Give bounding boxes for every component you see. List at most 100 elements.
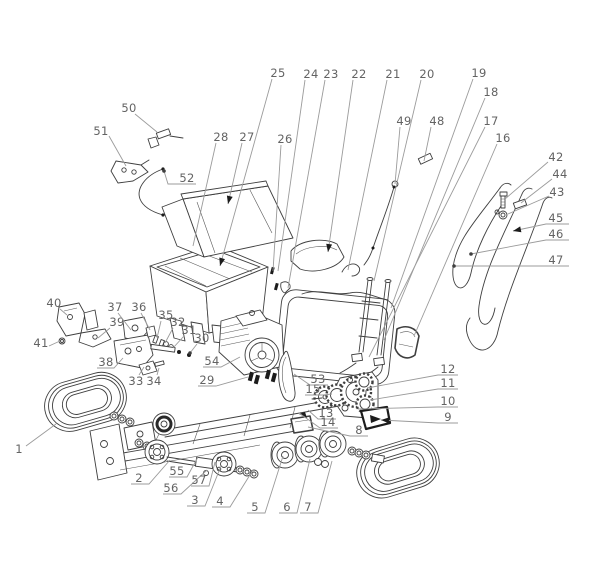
callout-33: 33 (128, 366, 145, 388)
callout-52: 52 (162, 169, 196, 185)
part-number-10: 10 (440, 394, 455, 408)
part-number-5: 5 (251, 500, 259, 514)
callout-51: 51 (93, 124, 127, 167)
callout-56: 56 (163, 469, 208, 495)
callout-57: 57 (191, 461, 216, 487)
part-number-13: 13 (318, 406, 333, 420)
callout-55: 55 (169, 456, 199, 478)
callout-39: 39 (97, 315, 124, 339)
callout-4: 4 (212, 469, 254, 508)
part-number-54: 54 (204, 354, 219, 368)
part-number-51: 51 (93, 124, 108, 138)
callout-14: 14 (298, 412, 338, 429)
callout-40: 40 (46, 296, 68, 316)
part-number-6: 6 (283, 500, 291, 514)
part-number-18: 18 (483, 85, 498, 99)
callout-53: 53 (293, 372, 328, 386)
part-number-7: 7 (304, 500, 312, 514)
belt-cover-part (394, 326, 420, 359)
callout-10: 10 (357, 394, 458, 410)
callout-49: 49 (394, 114, 411, 185)
v-belt-part (278, 350, 296, 402)
callout-19: 19 (390, 66, 486, 309)
callout-41: 41 (33, 336, 61, 350)
bucket-panel-part (161, 180, 294, 258)
callout-28: 28 (192, 130, 228, 247)
part-number-43: 43 (549, 185, 564, 199)
callout-18: 18 (383, 85, 498, 341)
part-number-30: 30 (194, 331, 209, 345)
callout-47: 47 (452, 253, 569, 268)
callout-31: 31 (172, 323, 196, 349)
part-number-41: 41 (33, 336, 48, 350)
callout-9: 9 (380, 410, 458, 424)
callout-2: 2 (131, 459, 171, 485)
part-number-11: 11 (440, 376, 455, 390)
part-number-9: 9 (444, 410, 452, 424)
part-number-2: 2 (135, 471, 143, 485)
callout-32: 32 (164, 315, 185, 344)
callout-45: 45 (512, 211, 569, 233)
right-track-part (356, 437, 440, 499)
part-number-57: 57 (191, 473, 206, 487)
callout-43: 43 (507, 185, 564, 215)
lever-part (110, 159, 150, 184)
part-number-15: 15 (305, 382, 320, 396)
pins-rod-part (145, 325, 191, 357)
callout-46: 46 (469, 227, 569, 256)
part-number-39: 39 (109, 315, 124, 329)
callout-1: 1 (15, 423, 57, 456)
callout-16: 16 (413, 131, 510, 337)
clevis-part (138, 360, 165, 376)
part-number-19: 19 (471, 66, 486, 80)
callout-6: 6 (279, 458, 311, 514)
part-number-12: 12 (440, 362, 455, 376)
callout-23: 23 (287, 67, 338, 289)
callout-44: 44 (520, 167, 567, 204)
callout-13: 13 (307, 406, 336, 420)
callout-22: 22 (326, 67, 366, 253)
part-number-14: 14 (320, 415, 335, 429)
part-number-8: 8 (355, 423, 363, 437)
machine-art (44, 128, 553, 499)
part-number-22: 22 (351, 67, 366, 81)
part-number-28: 28 (213, 130, 228, 144)
part-number-29: 29 (199, 373, 214, 387)
callout-42: 42 (504, 150, 563, 200)
callout-21: 21 (347, 67, 400, 271)
callout-8: 8 (307, 423, 368, 437)
handlebar-grip-part (301, 291, 389, 301)
callout-37: 37 (107, 300, 132, 331)
dump-bucket-part (149, 244, 269, 345)
frame-hook-part (341, 263, 361, 277)
callout-25: 25 (219, 66, 285, 267)
part-number-23: 23 (323, 67, 338, 81)
callout-30: 30 (188, 331, 209, 355)
engine-bolts-part (247, 369, 277, 385)
mount-bracket-part (359, 405, 392, 431)
part-number-1: 1 (15, 442, 23, 456)
part-number-34: 34 (146, 374, 161, 388)
part-number-32: 32 (170, 315, 185, 329)
part-number-52: 52 (179, 171, 194, 185)
part-number-27: 27 (239, 130, 254, 144)
callout-11: 11 (369, 376, 458, 401)
transmission-part (311, 371, 379, 419)
callout-50: 50 (121, 101, 158, 133)
part-number-26: 26 (277, 132, 292, 146)
callout-38: 38 (97, 355, 124, 369)
callout-12: 12 (366, 362, 458, 389)
part-number-21: 21 (385, 67, 400, 81)
part-number-36: 36 (131, 300, 146, 314)
adjuster-parts (494, 191, 528, 220)
part-number-38: 38 (98, 355, 113, 369)
part-number-49: 49 (396, 114, 411, 128)
road-wheels-part (270, 430, 385, 469)
left-track-part (44, 371, 127, 432)
part-number-44: 44 (552, 167, 567, 181)
part-number-31: 31 (181, 323, 196, 337)
callout-24: 24 (277, 67, 318, 272)
callout-20: 20 (373, 67, 434, 282)
